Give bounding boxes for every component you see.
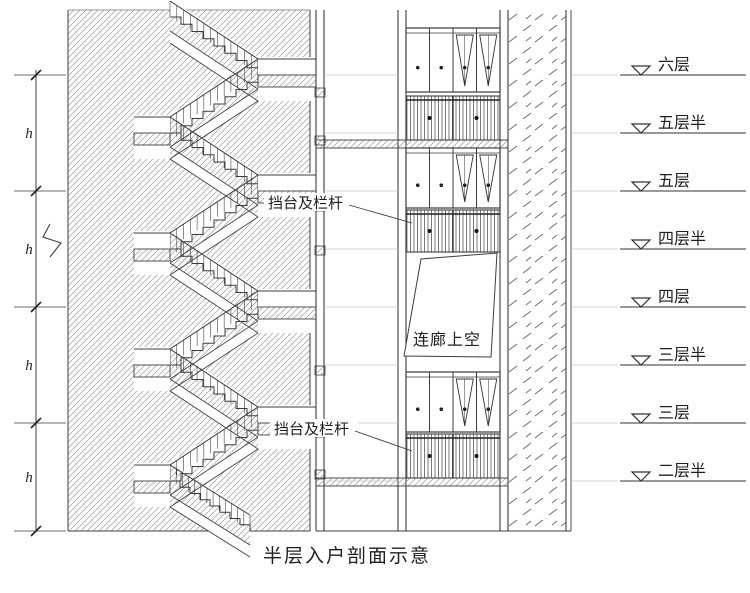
annotation-corridor: 连廊上空 bbox=[413, 331, 481, 349]
annotation-railing-upper: 挡台及栏杆 bbox=[268, 195, 343, 212]
floor-label-5: 三层半 bbox=[658, 346, 706, 364]
floor-label-7: 二层半 bbox=[658, 462, 706, 480]
elevation-triangle-2 bbox=[630, 181, 652, 192]
drawing-caption: 半层入户剖面示意 bbox=[263, 545, 431, 567]
dim-label-h-1: h bbox=[25, 242, 33, 258]
dim-label-h-2: h bbox=[25, 358, 33, 374]
annotations: 挡台及栏杆 挡台及栏杆 连廊上空 bbox=[264, 193, 498, 452]
floor-label-4: 四层 bbox=[658, 289, 690, 306]
floor-label-2: 五层 bbox=[658, 173, 690, 190]
floor-label-1: 五层半 bbox=[658, 114, 706, 132]
annotation-railing-lower: 挡台及栏杆 bbox=[274, 421, 349, 438]
windows-and-railings bbox=[314, 27, 509, 487]
annotation-bg-lower bbox=[270, 419, 358, 437]
elevation-triangle-1 bbox=[630, 123, 652, 134]
elevation-triangle-5 bbox=[630, 355, 652, 366]
dim-label-h-0: h bbox=[25, 126, 33, 142]
floor-label-0: 六层 bbox=[658, 56, 690, 74]
dim-label-h-3: h bbox=[25, 470, 33, 486]
glass-curtain-wall bbox=[508, 10, 566, 531]
leader-line-lower bbox=[354, 430, 413, 452]
leader-line-upper bbox=[348, 204, 413, 224]
elevation-triangle-0 bbox=[630, 65, 652, 76]
corridor-callout-outline bbox=[403, 252, 498, 358]
dimension-lines: h h h h bbox=[14, 69, 66, 537]
elevation-triangle-3 bbox=[630, 239, 652, 250]
floor-label-6: 三层 bbox=[658, 405, 690, 422]
annotation-bg-upper bbox=[264, 193, 352, 211]
break-symbol bbox=[42, 223, 62, 258]
elevation-triangle-7 bbox=[630, 471, 652, 482]
staircase-flights bbox=[133, 0, 317, 558]
elevation-triangle-6 bbox=[630, 413, 652, 424]
floor-label-3: 四层半 bbox=[658, 230, 706, 248]
elevation-triangle-4 bbox=[630, 297, 652, 308]
